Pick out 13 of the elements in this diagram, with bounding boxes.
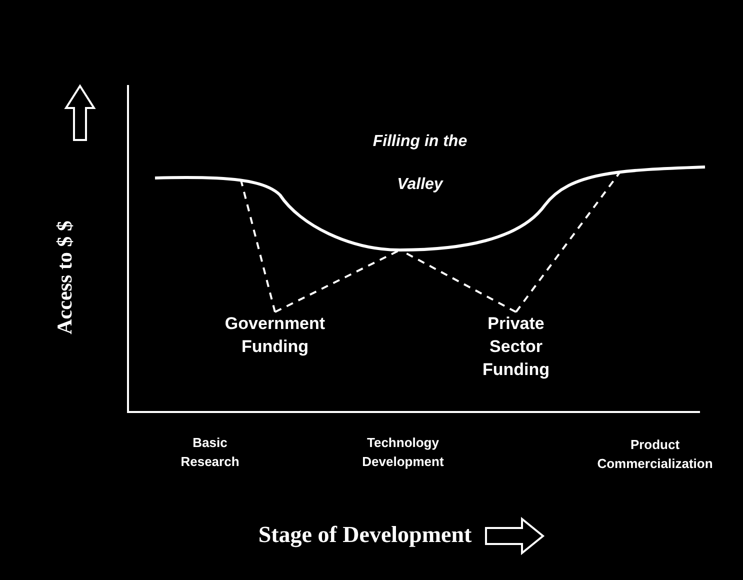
leader-line <box>515 171 621 313</box>
valley-curve <box>154 166 706 252</box>
chart-title: Filling in the Valley <box>372 132 468 195</box>
stage-label: Product Commercialization <box>596 436 714 473</box>
stage-label: Technology Development <box>361 434 445 471</box>
stage-label: Basic Research <box>180 434 240 471</box>
leader-line <box>240 180 276 312</box>
leader-line <box>274 249 400 313</box>
axis-title: Access to $ $ <box>52 220 78 336</box>
funding-label: Private Sector Funding <box>460 312 572 381</box>
axis-title: Stage of Development <box>257 522 473 548</box>
leader-line <box>400 249 516 313</box>
funding-label: Government Funding <box>200 312 350 358</box>
